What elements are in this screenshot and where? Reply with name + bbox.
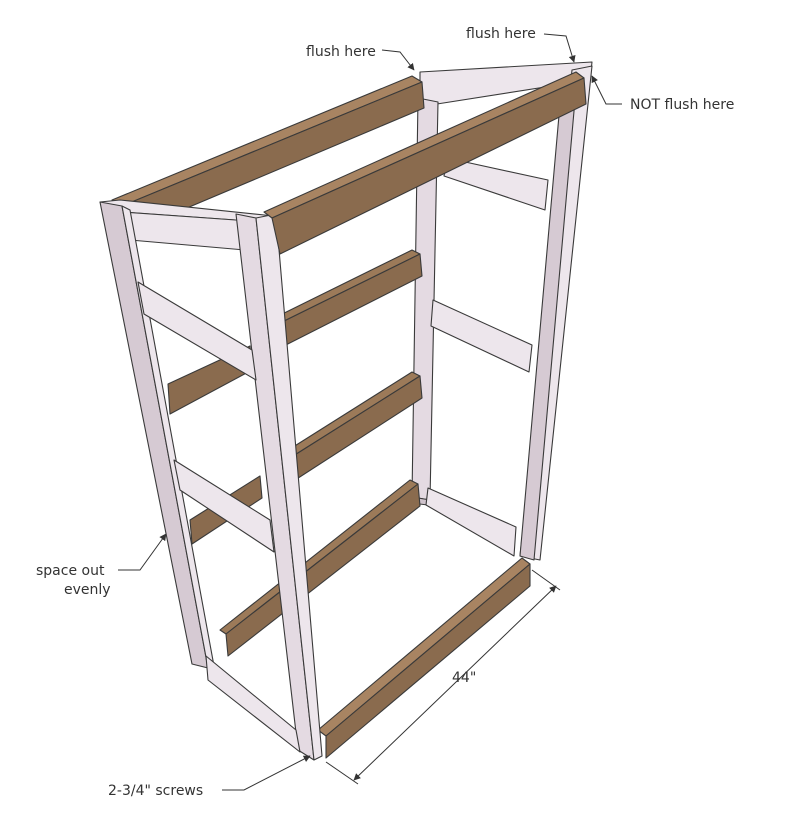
top-slat-right [271,77,587,255]
label-screws: 2-3/4" screws [108,783,203,799]
dimension-line [353,585,557,781]
front-rung-upper [137,281,257,381]
label-flush-here-right: flush here [466,26,536,42]
screws-leader [222,755,311,791]
front-right-post [255,213,323,761]
label-flush-here-left: flush here [306,44,376,60]
leaders [118,33,622,791]
front-rung-middle [173,459,275,553]
slat-4 [225,483,421,657]
back-rung-bottom [425,487,517,557]
back-rung-middle [430,299,533,373]
flush-left-leader [381,49,415,71]
flush-right-leader [543,33,576,63]
front-frame [99,199,323,761]
back-frame [410,61,593,561]
label-space-out: space out [36,563,105,579]
bottom-slat [325,563,531,759]
space-out-leader [118,533,167,571]
front-left-post [121,205,215,669]
slat-2 [269,253,423,353]
front-rung-bottom [205,655,301,753]
slat-3 [289,375,423,483]
not-flush-leader [591,75,622,105]
label-not-flush-here: NOT flush here [630,97,734,113]
label-evenly: evenly [64,582,111,598]
top-slat-right-group [263,71,587,255]
annotation-labels: flush here flush here NOT flush here spa… [36,26,734,799]
label-dimension-44: 44" [452,670,476,686]
